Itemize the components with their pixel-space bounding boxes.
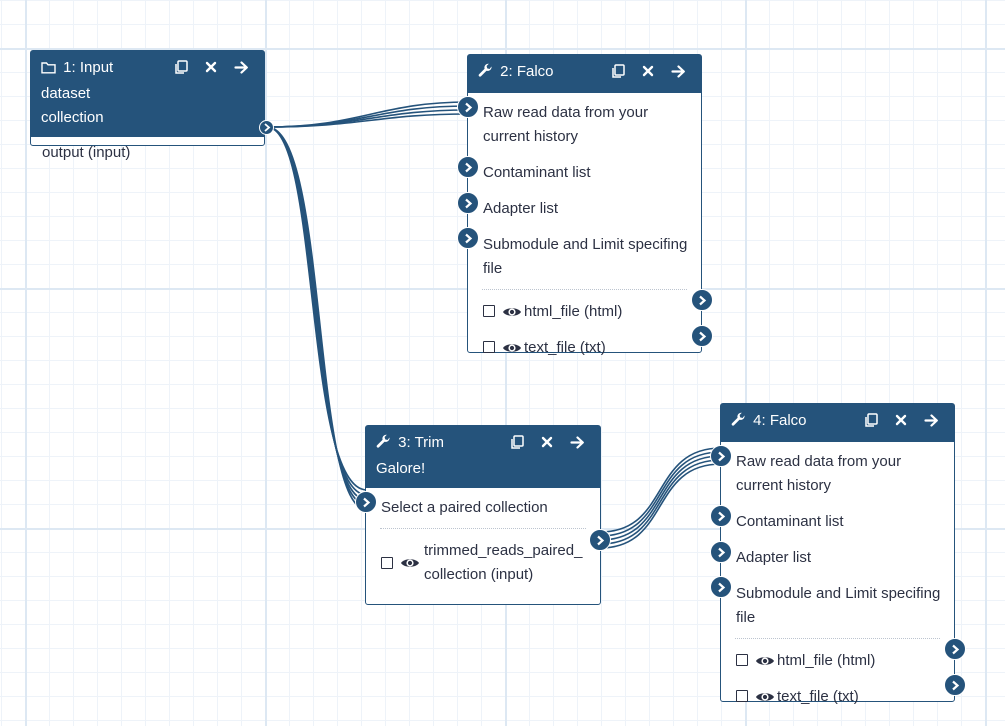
input-terminal[interactable] [457, 96, 479, 118]
input-terminal[interactable] [457, 227, 479, 249]
node-input: Contaminant list [736, 513, 844, 530]
output-terminal[interactable] [589, 529, 611, 551]
eye-icon[interactable] [400, 556, 420, 570]
arrow-right-icon[interactable] [922, 409, 940, 431]
workflow-node-trim-galore[interactable]: 3: Trim Galore! Select a paired collecti… [355, 425, 611, 605]
output-terminal[interactable] [944, 674, 966, 696]
node-header[interactable]: 2: Falco [468, 55, 701, 93]
node-input: Contaminant list [483, 164, 591, 181]
workflow-node-falco[interactable]: 4: Falco Raw read data from your current… [710, 403, 966, 705]
workflow-node-input[interactable]: 1: Input dataset collection output (inpu… [30, 50, 274, 161]
input-terminal[interactable] [710, 541, 732, 563]
eye-icon[interactable] [502, 341, 522, 355]
node-input: Submodule and Limit specifing file [483, 236, 688, 277]
arrow-right-icon[interactable] [669, 60, 687, 82]
output-terminal[interactable] [259, 120, 274, 135]
wrench-icon [478, 62, 496, 86]
eye-icon[interactable] [755, 654, 775, 668]
copy-icon[interactable] [862, 409, 880, 431]
wrench-icon [731, 411, 749, 435]
input-terminal[interactable] [710, 576, 732, 598]
node-title: 3: Trim Galore! [376, 433, 445, 477]
divider [482, 289, 687, 290]
divider [380, 528, 586, 529]
node-title: 2: Falco [478, 60, 691, 86]
input-terminal[interactable] [457, 156, 479, 178]
node-input: Select a paired collection [381, 499, 548, 516]
node-input: Submodule and Limit specifing file [736, 585, 941, 626]
input-terminal[interactable] [710, 445, 732, 467]
copy-icon[interactable] [609, 60, 627, 82]
output-checkbox[interactable] [483, 305, 495, 317]
eye-icon[interactable] [502, 305, 522, 319]
close-icon[interactable] [202, 56, 220, 78]
input-terminal[interactable] [710, 505, 732, 527]
copy-icon[interactable] [172, 56, 190, 78]
output-terminal[interactable] [691, 325, 713, 347]
folder-icon [41, 58, 59, 82]
copy-icon[interactable] [508, 431, 526, 453]
node-title: 4: Falco [731, 409, 944, 435]
node-input: Raw read data from your current history [736, 453, 902, 494]
workflow-node-falco[interactable]: 2: Falco Raw read data from your current… [457, 54, 713, 356]
input-terminal[interactable] [355, 491, 377, 513]
node-header[interactable]: 3: Trim Galore! [366, 426, 600, 488]
node-input: Adapter list [736, 549, 812, 566]
node-input: Adapter list [483, 200, 559, 217]
node-header[interactable]: 4: Falco [721, 404, 954, 442]
node-output: html_file (html) [468, 294, 701, 330]
divider [735, 638, 940, 639]
node-output: text_file (txt) [721, 679, 954, 715]
node-header[interactable]: 1: Input dataset collection [31, 51, 264, 137]
wrench-icon [376, 433, 394, 457]
output-checkbox[interactable] [736, 690, 748, 702]
close-icon[interactable] [892, 409, 910, 431]
node-output: output (input) [42, 144, 131, 161]
input-terminal[interactable] [457, 192, 479, 214]
node-output: html_file (html) [721, 643, 954, 679]
node-input: Raw read data from your current history [483, 104, 649, 145]
output-checkbox[interactable] [483, 341, 495, 353]
eye-icon[interactable] [755, 690, 775, 704]
node-output: text_file (txt) [468, 330, 701, 366]
close-icon[interactable] [639, 60, 657, 82]
output-checkbox[interactable] [381, 557, 393, 569]
output-checkbox[interactable] [736, 654, 748, 666]
node-title: 1: Input dataset collection [41, 58, 114, 126]
node-output: trimmed_reads_paired_collection (input) [366, 533, 600, 593]
output-terminal[interactable] [944, 638, 966, 660]
arrow-right-icon[interactable] [232, 56, 250, 78]
arrow-right-icon[interactable] [568, 431, 586, 453]
output-terminal[interactable] [691, 289, 713, 311]
close-icon[interactable] [538, 431, 556, 453]
